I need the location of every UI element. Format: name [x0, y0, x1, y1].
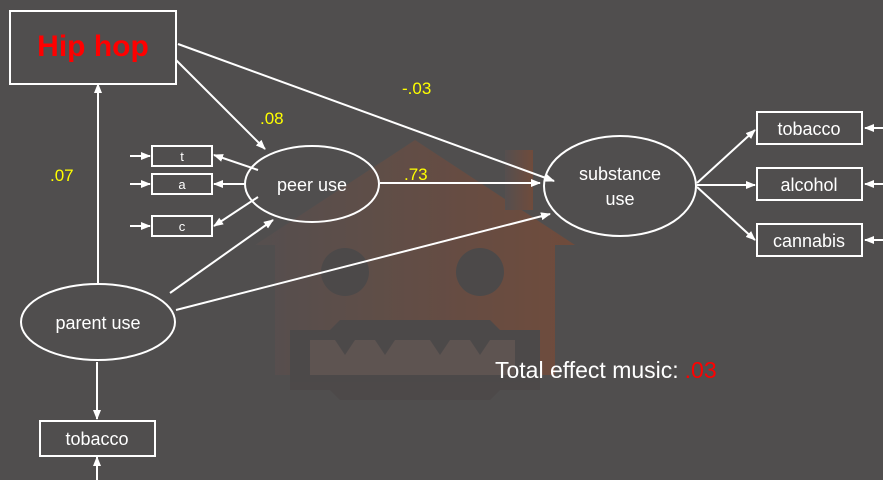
- indicator-a-label: a: [178, 177, 186, 192]
- arrow-substance-to-cannabis: [696, 186, 756, 241]
- total-effect-label: Total effect music:: [495, 357, 679, 383]
- coef-parent-to-hiphop: .07: [50, 166, 74, 185]
- peer-use-ellipse: [244, 145, 380, 223]
- indicator-t-box: [151, 145, 213, 167]
- outcome-tobacco-box: [756, 111, 863, 145]
- outcome-alcohol-box: [756, 167, 863, 201]
- outcome-tobacco-label: tobacco: [777, 119, 840, 139]
- outcome-cannabis-label: cannabis: [773, 231, 845, 251]
- arrow-hiphop-to-substance: [177, 43, 555, 182]
- coef-hiphop-to-peer: .08: [260, 109, 284, 128]
- nodes: [9, 10, 863, 457]
- arrow-parent-to-substance: [175, 212, 551, 311]
- substance-use-label-line1: substance: [579, 164, 661, 184]
- peer-use-label: peer use: [277, 175, 347, 195]
- substance-use-label-line2: use: [605, 189, 634, 209]
- outcome-cannabis-box: [756, 223, 863, 257]
- arrow-substance-to-tobacco: [696, 129, 756, 184]
- parent-use-label: parent use: [55, 313, 140, 333]
- indicator-c-box: [151, 215, 213, 237]
- parent-tobacco-label: tobacco: [65, 429, 128, 449]
- total-effect: Total effect music:.03: [495, 357, 717, 383]
- indicator-a-box: [151, 173, 213, 195]
- arrow-parent-to-peer: [169, 219, 274, 294]
- outcome-alcohol-label: alcohol: [780, 175, 837, 195]
- arrow-peer-to-c: [213, 196, 259, 227]
- hip-hop-label: Hip hop: [37, 30, 149, 63]
- indicator-t-label: t: [180, 149, 184, 164]
- total-effect-value: .03: [685, 357, 717, 383]
- house-with-razor-blade-icon: [255, 140, 575, 400]
- arrow-hiphop-to-peer: [175, 59, 266, 150]
- coef-hiphop-to-substance: -.03: [402, 79, 431, 98]
- coef-peer-to-substance: .73: [404, 165, 428, 184]
- hip-hop-box: [9, 10, 177, 85]
- substance-use-ellipse: [543, 135, 697, 237]
- parent-use-ellipse: [20, 283, 176, 361]
- indicator-c-label: c: [179, 219, 186, 234]
- parent-tobacco-box: [39, 420, 156, 457]
